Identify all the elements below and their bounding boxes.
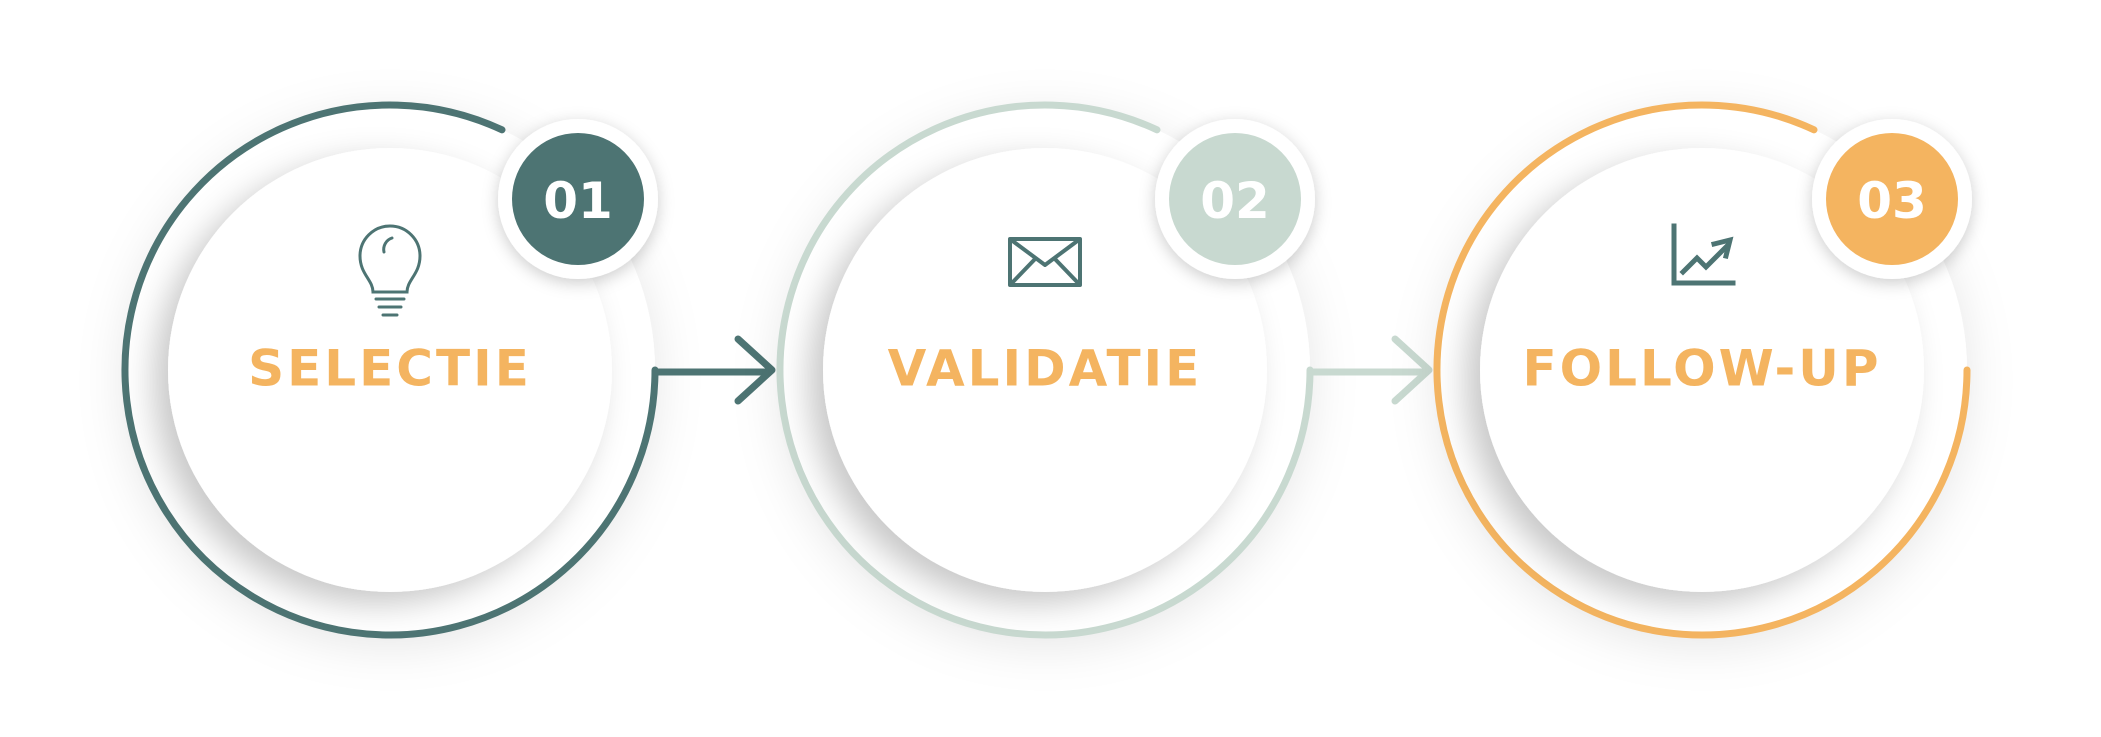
arrow-head-2 — [1391, 335, 1433, 405]
step-3-label: FOLLOW-UP — [1522, 340, 1881, 398]
step-3-ring — [1433, 101, 1971, 639]
step-2-label: VALIDATIE — [888, 340, 1203, 398]
step-3: FOLLOW-UP 03 — [1433, 101, 1972, 639]
step-1-ring — [121, 101, 659, 639]
step-1-inner-disc — [168, 148, 612, 592]
step-2-badge: 02 — [1155, 119, 1315, 279]
envelope-icon — [1008, 237, 1082, 287]
step-2: VALIDATIE 02 — [776, 101, 1315, 639]
step-1-number: 01 — [543, 172, 613, 230]
step-3-badge-fill — [1826, 133, 1958, 265]
arrow-head-1 — [734, 335, 776, 405]
step-2-number: 02 — [1200, 172, 1270, 230]
growth-chart-icon — [1671, 223, 1736, 286]
step-2-ring — [776, 101, 1314, 639]
lightbulb-icon — [358, 224, 422, 317]
step-2-badge-fill — [1169, 133, 1301, 265]
step-3-inner-disc — [1480, 148, 1924, 592]
step-1-badge: 01 — [498, 119, 658, 279]
step-3-badge: 03 — [1812, 119, 1972, 279]
step-1-label: SELECTIE — [248, 340, 532, 398]
step-3-number: 03 — [1857, 172, 1927, 230]
connector-arrow-1 — [651, 335, 776, 405]
connector-arrow-2 — [1306, 335, 1433, 405]
step-2-inner-disc — [823, 148, 1267, 592]
step-1: SELECTIE 01 — [121, 101, 659, 639]
step-1-badge-fill — [512, 133, 644, 265]
